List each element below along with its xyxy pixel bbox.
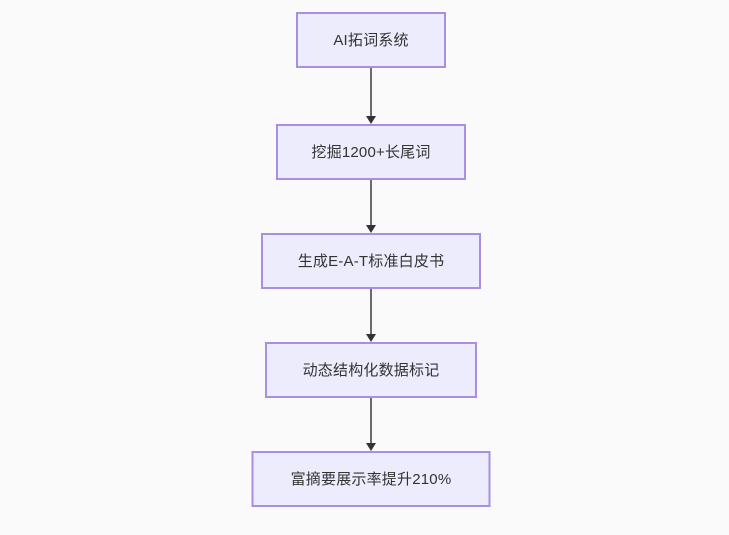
flow-node-label: 富摘要展示率提升210% (290, 470, 452, 488)
flow-node-dynamic-structured-data[interactable]: 动态结构化数据标记 (265, 342, 477, 398)
connector-line (370, 289, 372, 335)
flow-node-ai-keyword-system[interactable]: AI拓词系统 (296, 12, 446, 68)
flow-node-label: 挖掘1200+长尾词 (311, 143, 431, 161)
arrowhead-icon (366, 116, 376, 124)
flow-node-rich-snippet-uplift[interactable]: 富摘要展示率提升210% (251, 451, 491, 507)
connector-line (370, 398, 372, 444)
flow-node-mine-longtail-keywords[interactable]: 挖掘1200+长尾词 (276, 124, 466, 180)
flow-node-label: 生成E-A-T标准白皮书 (297, 252, 445, 270)
arrowhead-icon (366, 225, 376, 233)
arrowhead-icon (366, 334, 376, 342)
flow-node-label: AI拓词系统 (333, 31, 409, 49)
flow-arrow-3-to-4 (365, 289, 377, 342)
flow-arrow-4-to-5 (365, 398, 377, 451)
arrowhead-icon (366, 443, 376, 451)
flow-arrow-1-to-2 (365, 68, 377, 124)
flow-node-label: 动态结构化数据标记 (302, 361, 440, 379)
flow-node-generate-eat-whitepaper[interactable]: 生成E-A-T标准白皮书 (261, 233, 481, 289)
connector-line (370, 68, 372, 117)
connector-line (370, 180, 372, 226)
flow-arrow-2-to-3 (365, 180, 377, 233)
